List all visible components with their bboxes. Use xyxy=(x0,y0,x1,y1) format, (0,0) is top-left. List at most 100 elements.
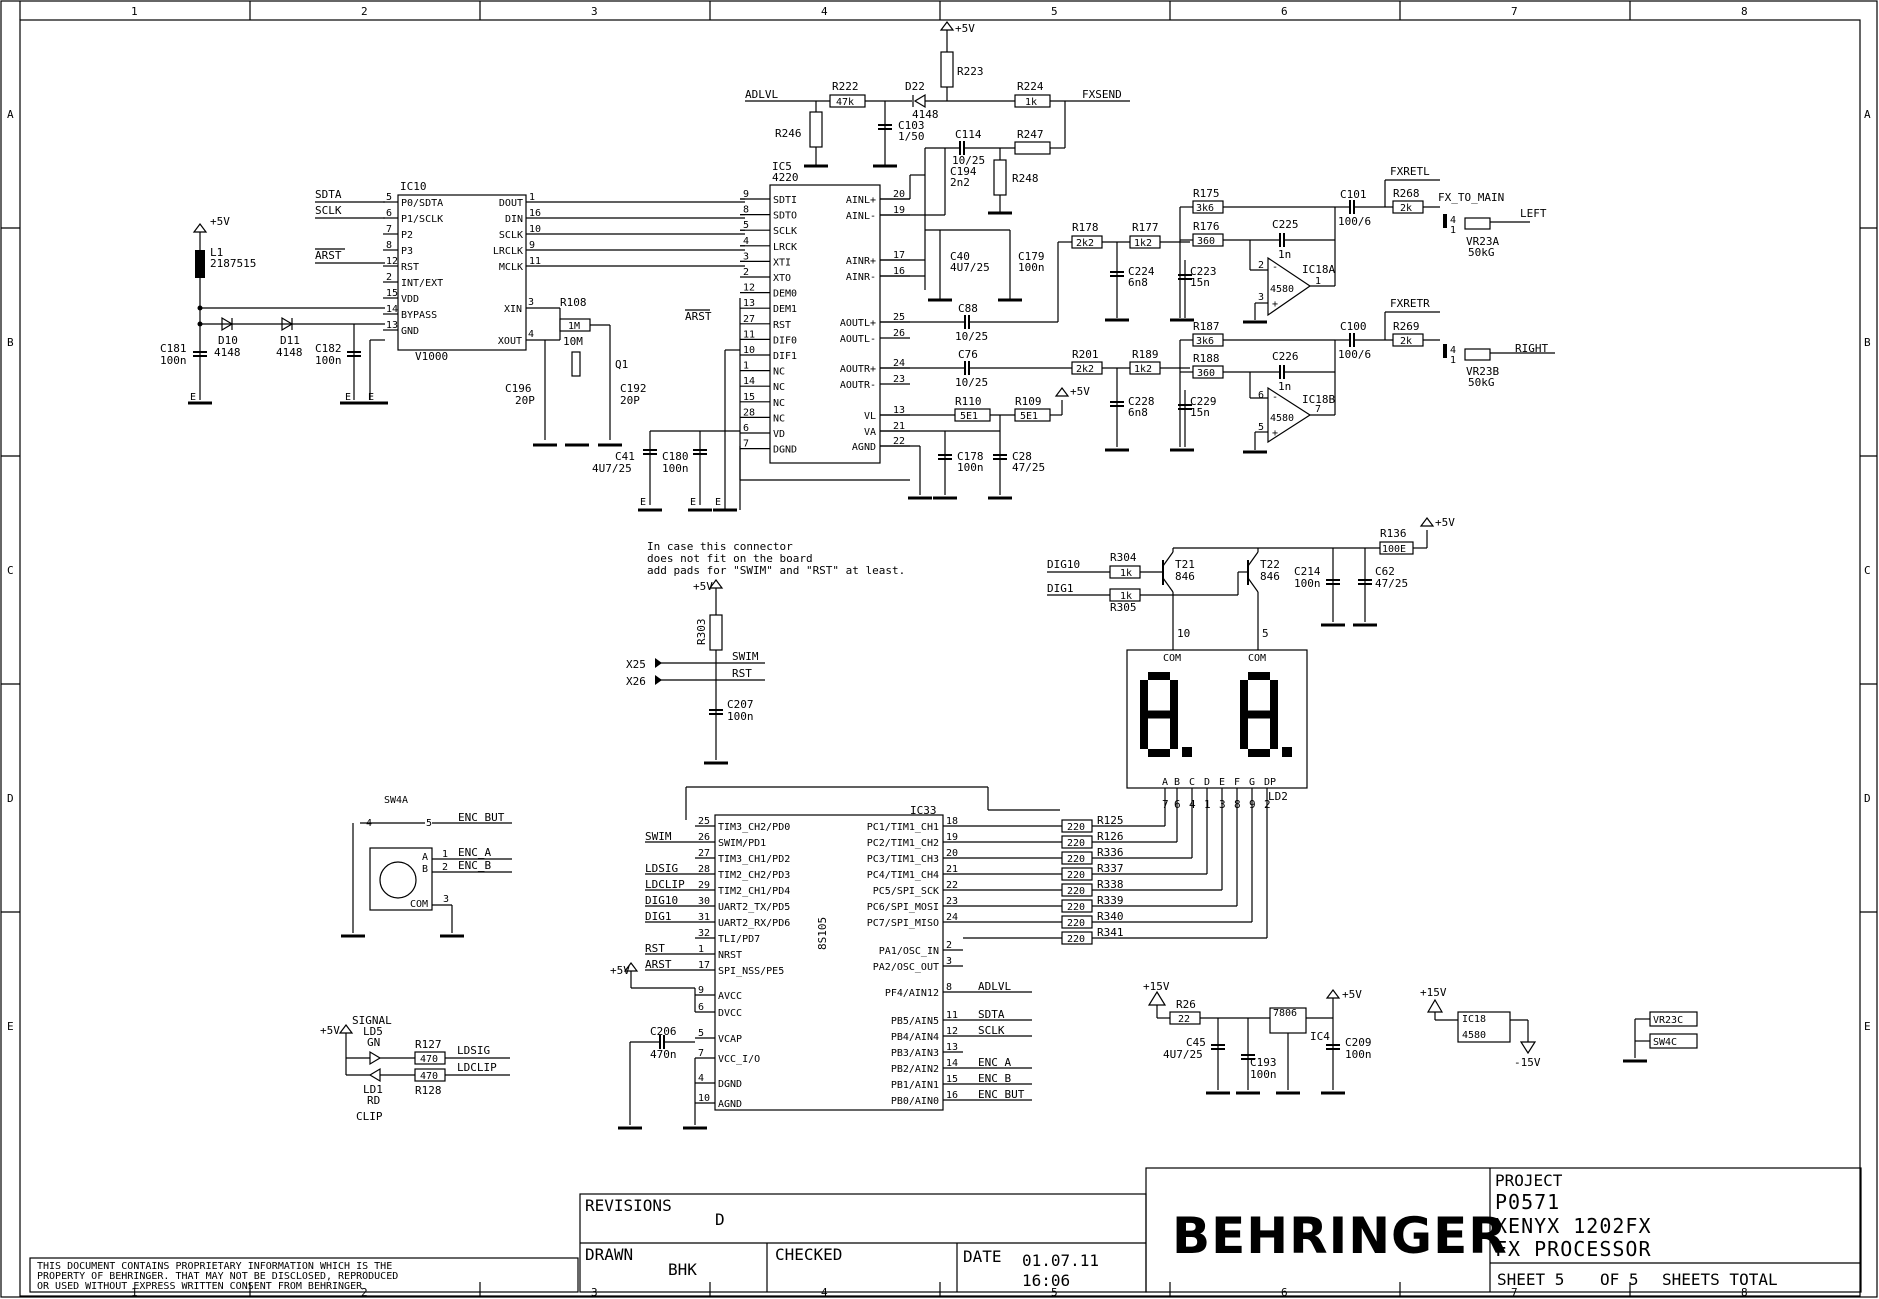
segment-f xyxy=(1240,680,1248,715)
pin-number: 10 xyxy=(698,1093,710,1104)
pin-name: XTO xyxy=(773,273,791,284)
net-label: LDCLIP xyxy=(645,878,685,891)
svg-text:R136: R136 xyxy=(1380,527,1407,540)
svg-text:4: 4 xyxy=(366,818,372,829)
svg-text:E: E xyxy=(368,392,374,403)
ic10-body xyxy=(397,194,527,351)
resistor-value: 220 xyxy=(1067,886,1085,897)
svg-text:R26: R26 xyxy=(1176,998,1196,1011)
svg-text:E: E xyxy=(715,497,721,508)
pin-number: 9 xyxy=(743,189,749,200)
regulator-ic4 xyxy=(1269,1007,1307,1034)
svg-text:C223: C223 xyxy=(1190,265,1217,278)
power-5v: +5V xyxy=(210,215,230,228)
segment-pin-name: A xyxy=(1162,777,1168,788)
pin-name: SWIM/PD1 xyxy=(718,838,766,849)
pin-number: 13 xyxy=(743,298,755,309)
svg-text:R268: R268 xyxy=(1393,187,1420,200)
svg-text:1k2: 1k2 xyxy=(1134,364,1152,375)
svg-text:COM: COM xyxy=(1163,653,1181,664)
svg-text:C226: C226 xyxy=(1272,350,1299,363)
pin-name: XTI xyxy=(773,257,791,268)
segment-a xyxy=(1148,672,1170,680)
net-label: LDSIG xyxy=(645,862,678,875)
pin-number: 2 xyxy=(386,272,392,283)
pin-name: AGND xyxy=(718,1099,742,1110)
svg-text:100/6: 100/6 xyxy=(1338,348,1371,361)
net-fxretr: FXRETR xyxy=(1390,297,1430,310)
svg-text:C28: C28 xyxy=(1012,450,1032,463)
pin-number: 11 xyxy=(529,256,541,267)
svg-text:3k6: 3k6 xyxy=(1196,203,1214,214)
svg-text:4148: 4148 xyxy=(912,108,939,121)
pin-number: 25 xyxy=(893,312,905,323)
svg-text:-: - xyxy=(1272,392,1278,403)
svg-text:6: 6 xyxy=(1258,390,1264,401)
svg-text:50kG: 50kG xyxy=(1468,246,1495,259)
pin-name: P3 xyxy=(401,246,413,257)
svg-text:1: 1 xyxy=(1450,355,1456,366)
diode-d11 xyxy=(281,316,294,332)
svg-text:+: + xyxy=(1272,428,1278,439)
drawn-label: DRAWN xyxy=(585,1245,633,1264)
svg-text:4: 4 xyxy=(1450,215,1456,226)
svg-text:2n2: 2n2 xyxy=(950,176,970,189)
crystal-q1 xyxy=(571,351,581,377)
svg-text:C209: C209 xyxy=(1345,1036,1372,1049)
svg-text:7806: 7806 xyxy=(1273,1008,1297,1019)
seven-segment-ld2 xyxy=(1126,649,1308,789)
svg-text:6n8: 6n8 xyxy=(1128,406,1148,419)
pin-number: 8 xyxy=(386,240,392,251)
svg-text:R189: R189 xyxy=(1132,348,1159,361)
segment-c xyxy=(1170,714,1178,749)
pin-number: 5 xyxy=(698,1028,704,1039)
svg-text:470: 470 xyxy=(420,1071,438,1082)
svg-text:XOUT: XOUT xyxy=(498,336,522,347)
pin-name: PC6/SPI_MOSI xyxy=(867,902,939,913)
svg-text:D22: D22 xyxy=(905,80,925,93)
resistor-ref: R341 xyxy=(1097,926,1124,939)
project-label: PROJECT xyxy=(1495,1171,1563,1190)
pin-name: INT/EXT xyxy=(401,278,443,289)
svg-text:4580: 4580 xyxy=(1270,284,1294,295)
svg-text:C206: C206 xyxy=(650,1025,677,1038)
net-left: LEFT xyxy=(1520,207,1547,220)
ic10-ref: IC10 xyxy=(400,180,427,193)
pin-number: 9 xyxy=(529,240,535,251)
date-value: 01.07.11 xyxy=(1022,1251,1099,1270)
svg-text:R128: R128 xyxy=(415,1084,442,1097)
time-value: 16:06 xyxy=(1022,1271,1070,1290)
net-dig10: DIG10 xyxy=(1047,558,1080,571)
svg-text:R177: R177 xyxy=(1132,221,1159,234)
svg-text:E: E xyxy=(690,497,696,508)
svg-text:846: 846 xyxy=(1260,570,1280,583)
pin-number: 28 xyxy=(743,407,755,418)
segment-pin-name: G xyxy=(1249,777,1255,788)
pin-name: PB5/AIN5 xyxy=(891,1016,939,1027)
resistor-value: 220 xyxy=(1067,902,1085,913)
pin-name: PF4/AIN12 xyxy=(885,988,939,999)
resistor-value: 220 xyxy=(1067,822,1085,833)
svg-text:100n: 100n xyxy=(662,462,689,475)
pin-number: 3 xyxy=(743,251,749,262)
svg-text:4U7/25: 4U7/25 xyxy=(592,462,632,475)
net-fxsend: FXSEND xyxy=(1082,88,1122,101)
sheet-number: SHEET 5 xyxy=(1497,1270,1564,1289)
svg-text:2: 2 xyxy=(442,862,448,873)
project-number: P0571 xyxy=(1495,1190,1560,1214)
pin-name: LRCK xyxy=(773,242,797,253)
sheets-total: SHEETS TOTAL xyxy=(1662,1270,1778,1289)
svg-text:+: + xyxy=(1272,299,1278,310)
pin-name: DIF1 xyxy=(773,351,797,362)
svg-text:C196: C196 xyxy=(505,382,532,395)
pin-number: 15 xyxy=(386,288,398,299)
svg-text:In case this connector: In case this connector xyxy=(647,540,793,553)
svg-text:C101: C101 xyxy=(1340,188,1367,201)
pin-number: 4 xyxy=(743,236,749,247)
svg-text:2k2: 2k2 xyxy=(1076,364,1094,375)
segment-pin-name: F xyxy=(1234,777,1240,788)
svg-text:2k2: 2k2 xyxy=(1076,238,1094,249)
svg-text:VR23B: VR23B xyxy=(1466,365,1499,378)
